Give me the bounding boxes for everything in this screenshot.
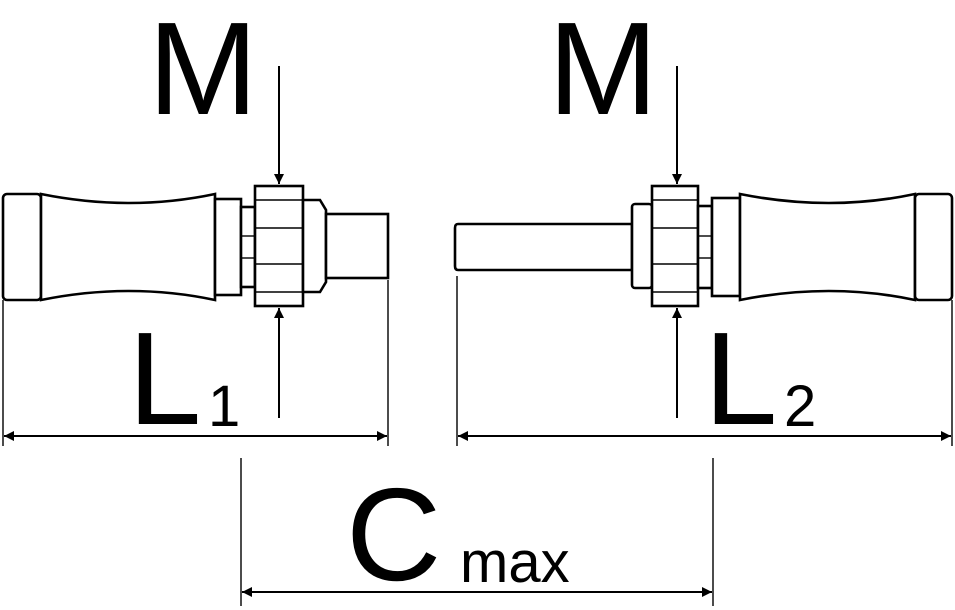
right-shaft-collar <box>630 202 654 290</box>
left-handle-collar <box>213 197 243 297</box>
l1-subscript: 1 <box>208 374 240 439</box>
left-handle-cap <box>1 192 43 302</box>
c-label: C <box>346 461 441 608</box>
c-subscript: max <box>460 530 570 595</box>
right-shaft <box>453 222 634 272</box>
l1-label: L <box>128 305 201 452</box>
l2-subscript: 2 <box>784 374 816 439</box>
left-hex-nut <box>253 184 305 308</box>
right-tool-drawing <box>453 184 954 308</box>
right-hex-nut <box>650 184 700 308</box>
left-shaft <box>324 212 390 280</box>
left-adapter-neck <box>239 205 257 289</box>
left-nut-flange <box>301 198 328 294</box>
left-handle-body <box>39 192 217 302</box>
right-adapter-neck <box>696 204 714 290</box>
m-left-label: M <box>148 0 258 142</box>
left-tool-drawing <box>1 184 390 308</box>
right-handle-cap <box>913 192 954 302</box>
right-handle-body <box>738 192 917 302</box>
m-right-label: M <box>548 0 658 142</box>
right-handle-collar <box>710 196 742 298</box>
extension-lines <box>2 276 953 606</box>
l2-label: L <box>704 305 777 452</box>
